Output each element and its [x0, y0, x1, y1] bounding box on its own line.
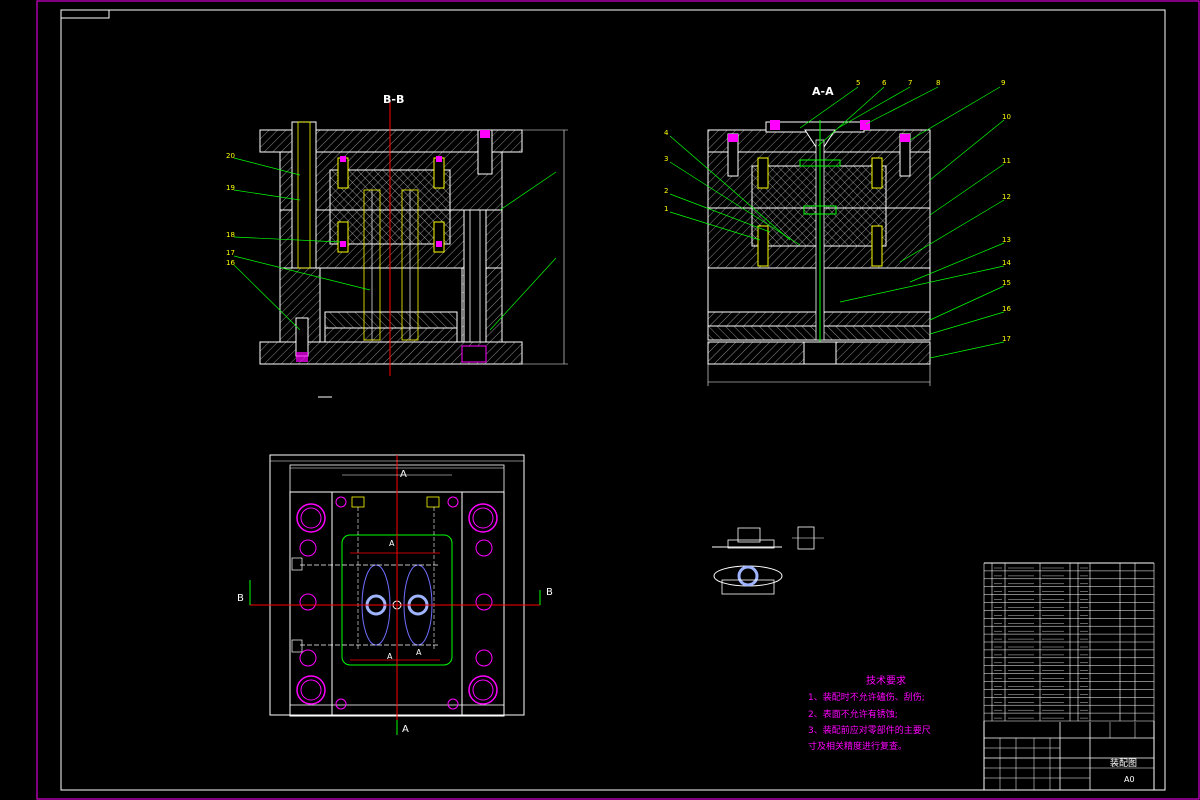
- tech-req-item-4: 寸及相关精度进行复查。: [808, 742, 908, 752]
- tech-req-item-3: 3、装配前应对零部件的主要尺: [808, 726, 931, 736]
- balloon-rt-1: 5: [856, 79, 861, 87]
- outer-frame: [36, 0, 1200, 800]
- balloon-rs-8: 17: [1002, 335, 1011, 343]
- part-detail-views: [712, 526, 824, 595]
- cut-a-top-label: A: [400, 469, 407, 480]
- balloon-rl-1: 4: [664, 129, 669, 137]
- inner-frame: [60, 9, 1166, 791]
- balloon-rs-2: 11: [1002, 157, 1011, 165]
- balloon-rs-7: 16: [1002, 305, 1011, 313]
- section-aa-label: A-A: [812, 85, 834, 98]
- balloon-rl-3: 2: [664, 187, 669, 195]
- inner-a-label-1: A: [389, 539, 395, 548]
- balloon-rt-5: 9: [1001, 79, 1006, 87]
- balloon-rs-1: 10: [1002, 113, 1011, 121]
- balloon-left-1: 20: [226, 152, 235, 160]
- cut-a-bottom-label: A: [402, 724, 409, 735]
- balloon-rl-2: 3: [664, 155, 669, 163]
- section-view-aa: [669, 86, 1005, 386]
- balloon-rs-5: 14: [1002, 259, 1011, 267]
- plan-view: [249, 454, 541, 735]
- balloon-rt-2: 6: [882, 79, 887, 87]
- drawing-scale: A0: [1124, 775, 1135, 784]
- balloon-rl-4: 1: [664, 205, 669, 213]
- cut-b-right-label: B: [546, 587, 553, 598]
- balloon-left-2: 19: [226, 184, 235, 192]
- drawing-name: 装配图: [1110, 759, 1138, 769]
- tech-req-title: 技术要求: [866, 676, 906, 687]
- inner-a-label-2: A: [387, 652, 393, 661]
- bill-of-materials: [983, 562, 1155, 790]
- inner-a-label-3: A: [416, 648, 422, 657]
- balloon-left-3: 18: [226, 231, 235, 239]
- balloon-rs-4: 13: [1002, 236, 1011, 244]
- balloon-left-4: 17: [226, 249, 235, 257]
- balloon-rs-6: 15: [1002, 279, 1011, 287]
- section-view-bb: [233, 100, 568, 398]
- tech-req-item-2: 2、表面不允许有锈蚀;: [808, 710, 898, 720]
- section-bb-label: B-B: [383, 93, 405, 106]
- balloon-rs-3: 12: [1002, 193, 1011, 201]
- balloon-left-5: 16: [226, 259, 235, 267]
- cut-b-left-label: B: [237, 593, 244, 604]
- balloon-rt-3: 7: [908, 79, 913, 87]
- tech-req-item-1: 1、装配时不允许磕伤、刮伤;: [808, 693, 925, 703]
- balloon-rt-4: 8: [936, 79, 941, 87]
- corner-label-box: [60, 9, 110, 19]
